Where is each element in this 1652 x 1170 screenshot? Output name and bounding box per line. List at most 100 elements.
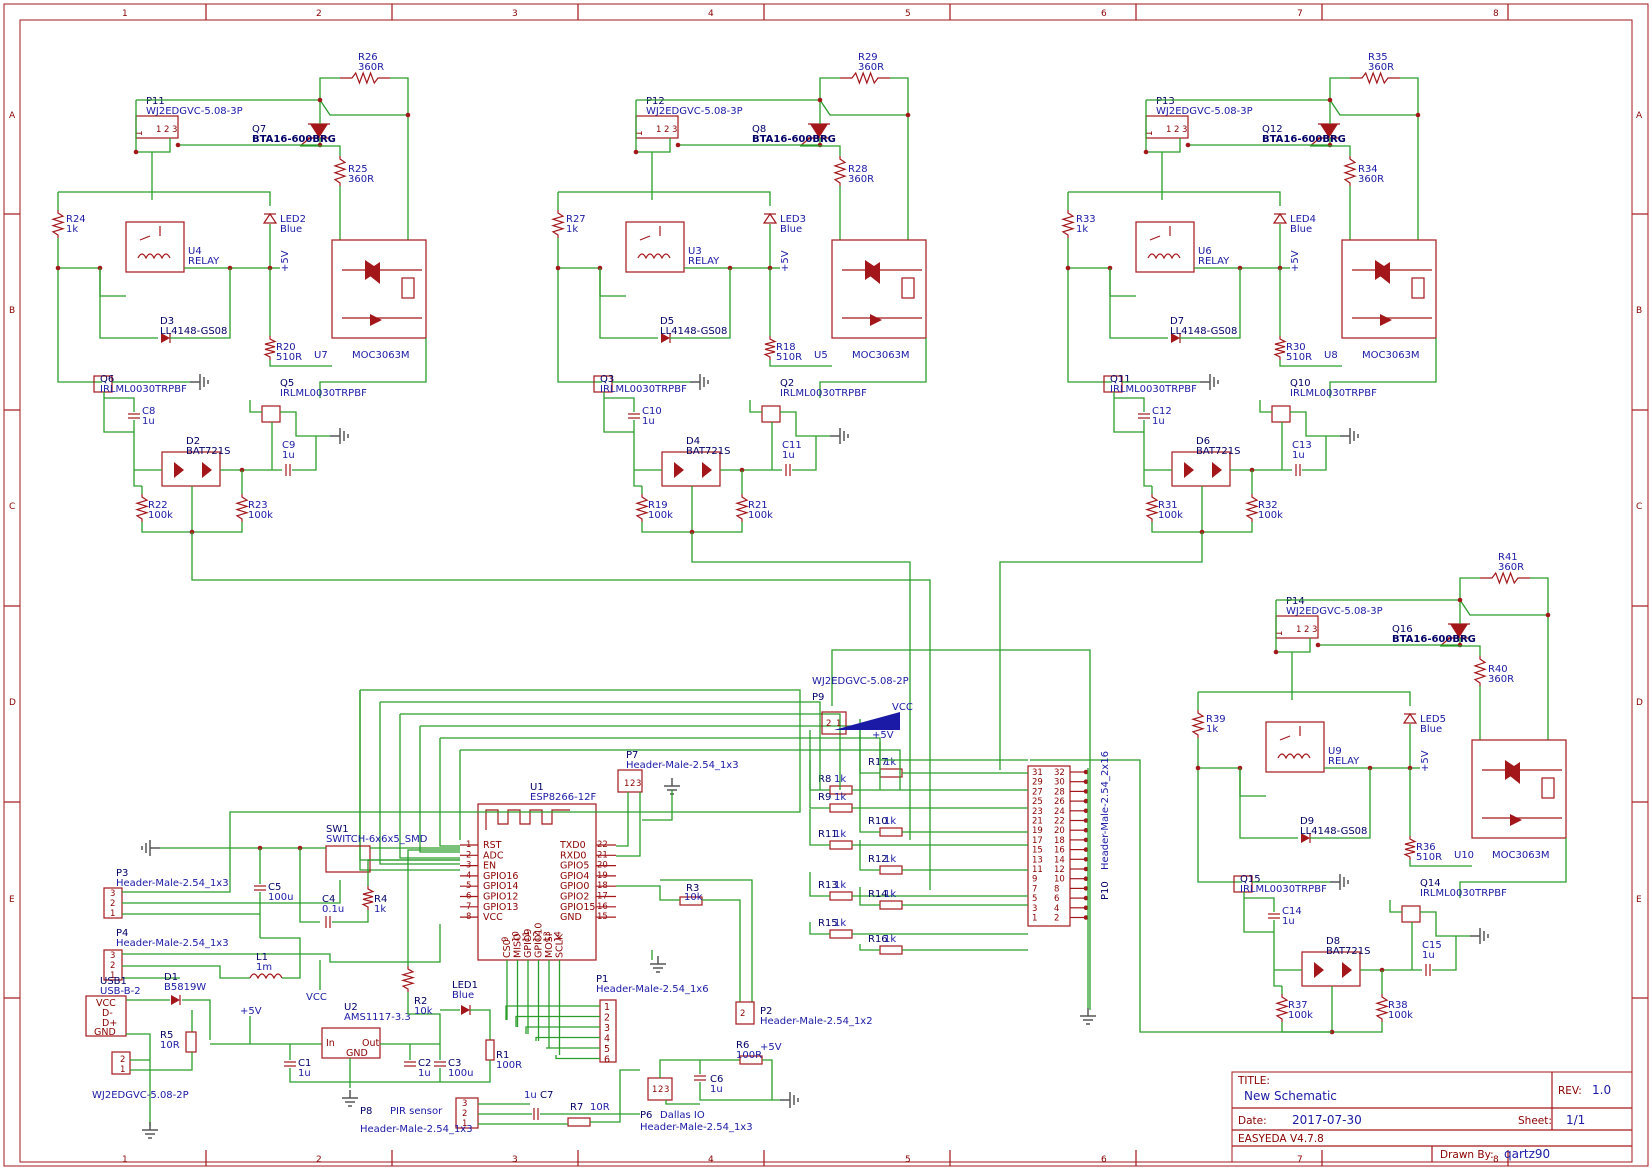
row-label-right: C [1636, 502, 1642, 512]
wire [170, 268, 231, 339]
mid-res-val: 1k [834, 829, 846, 840]
r-pull-val: 510R [776, 352, 802, 363]
r-gate-val: 360R [848, 174, 874, 185]
junction-dot [1083, 857, 1089, 862]
dual-diode-a [1314, 962, 1324, 978]
mid-res-val: 1k [884, 757, 896, 768]
led-ref: LED3 [780, 214, 806, 225]
mid-res-val: 1k [884, 854, 896, 865]
inner-frame [19, 19, 1633, 1163]
r-led-val: 1k [566, 224, 578, 235]
led-val: Blue [280, 224, 302, 235]
wire [122, 790, 801, 893]
relay-coil [637, 253, 671, 260]
pin-3: 3 [1182, 125, 1187, 135]
row-label-right: B [1636, 306, 1642, 316]
opto-ref: U10 [1454, 850, 1474, 861]
p3-pin: 1 [110, 909, 115, 919]
cap-a-ref: C14 [1282, 906, 1302, 917]
resistor [829, 929, 853, 939]
p9-ref: P9 [812, 692, 824, 703]
wire [616, 792, 629, 847]
p2-body [735, 1001, 755, 1025]
relay-val: RELAY [188, 256, 220, 267]
column-label-top: 6 [1101, 9, 1107, 19]
r-l-ref: R22 [148, 500, 168, 511]
dual-val: BAT721S [1326, 946, 1370, 957]
junction-dot [1195, 765, 1201, 771]
q-low-part: IRLML0030TRPBF [1240, 884, 1327, 895]
wire [879, 742, 1028, 761]
p10-pin: 3 [1032, 904, 1037, 914]
wire [535, 1036, 600, 1041]
zc-box [401, 277, 415, 299]
r-r-val: 100k [748, 510, 773, 521]
junction-dot [1083, 818, 1089, 823]
plus5-label: +5V [872, 730, 894, 741]
diode-ref: D3 [160, 316, 174, 327]
r-gate-ref: R25 [348, 164, 368, 175]
led-ref: LED2 [280, 214, 306, 225]
p10-pin: 24 [1054, 807, 1065, 817]
resistor [879, 900, 903, 910]
pin-2: 2 [164, 125, 169, 135]
wire [691, 532, 911, 840]
junction-dot [1083, 769, 1089, 775]
resistor [1343, 156, 1357, 186]
resistor [263, 336, 277, 360]
junction-dot [1083, 789, 1089, 794]
pin-2: 2 [1304, 625, 1309, 635]
wire [1310, 145, 1351, 156]
wire [670, 268, 731, 339]
cap-a-val: 1u [642, 416, 655, 427]
wire [769, 360, 832, 367]
resistor [400, 966, 416, 992]
esp-ref: U1 [530, 782, 544, 793]
header-ref: P13 [1156, 96, 1175, 107]
opto-ref: U8 [1324, 350, 1338, 361]
pin-1: 1 [1275, 631, 1285, 636]
resistor [361, 886, 375, 910]
supply-label: +5V [780, 250, 791, 272]
r3-ref: R3 [686, 883, 699, 894]
wire [379, 702, 460, 865]
pin-3: 3 [1312, 625, 1317, 635]
resistor [340, 71, 390, 85]
header-part: WJ2EDGVC-5.08-3P [146, 106, 243, 117]
q-low-part: IRLML0030TRPBF [1110, 384, 1197, 395]
wire [1114, 397, 1145, 412]
wire [136, 77, 340, 101]
p2-part: Header-Male-2.54_1x2 [760, 1016, 873, 1027]
column-label-bottom: 1 [122, 1155, 128, 1165]
resistor [829, 840, 853, 850]
diode-val: LL4148-GS08 [1300, 826, 1367, 837]
rev-label: REV: [1558, 1085, 1582, 1097]
p7-part: Header-Male-2.54_1x3 [626, 760, 739, 771]
wire [635, 100, 671, 153]
resistor [567, 1117, 591, 1127]
pin-3: 3 [672, 125, 677, 135]
cap-b-ref: C15 [1422, 940, 1442, 951]
ldo-out: Out [362, 1038, 379, 1049]
p10-pin: 13 [1032, 855, 1043, 865]
wire [809, 922, 830, 935]
p8-body [455, 1097, 479, 1129]
wire [407, 849, 460, 966]
column-label-top: 1 [122, 9, 128, 19]
wire [1243, 906, 1274, 933]
usb-pin: D- [102, 1008, 113, 1019]
center-section: U1ESP8266-12FRST1ADC2EN3GPIO164GPIO145GP… [85, 532, 1332, 1139]
wire [1409, 860, 1472, 867]
relay-val: RELAY [1198, 256, 1230, 267]
r-pull-ref: R18 [776, 342, 796, 353]
cap-a-val: 1u [1282, 916, 1295, 927]
wire [99, 268, 158, 339]
q-low-ref: Q11 [1110, 374, 1131, 385]
junction-dot [1315, 642, 1321, 648]
esp-pin-name: CS0 [502, 939, 513, 958]
r-gate-val: 360R [1488, 674, 1514, 685]
mosfet-body [93, 375, 113, 393]
triac-ref: Q8 [752, 124, 766, 135]
p4-pin: 1 [110, 971, 115, 981]
